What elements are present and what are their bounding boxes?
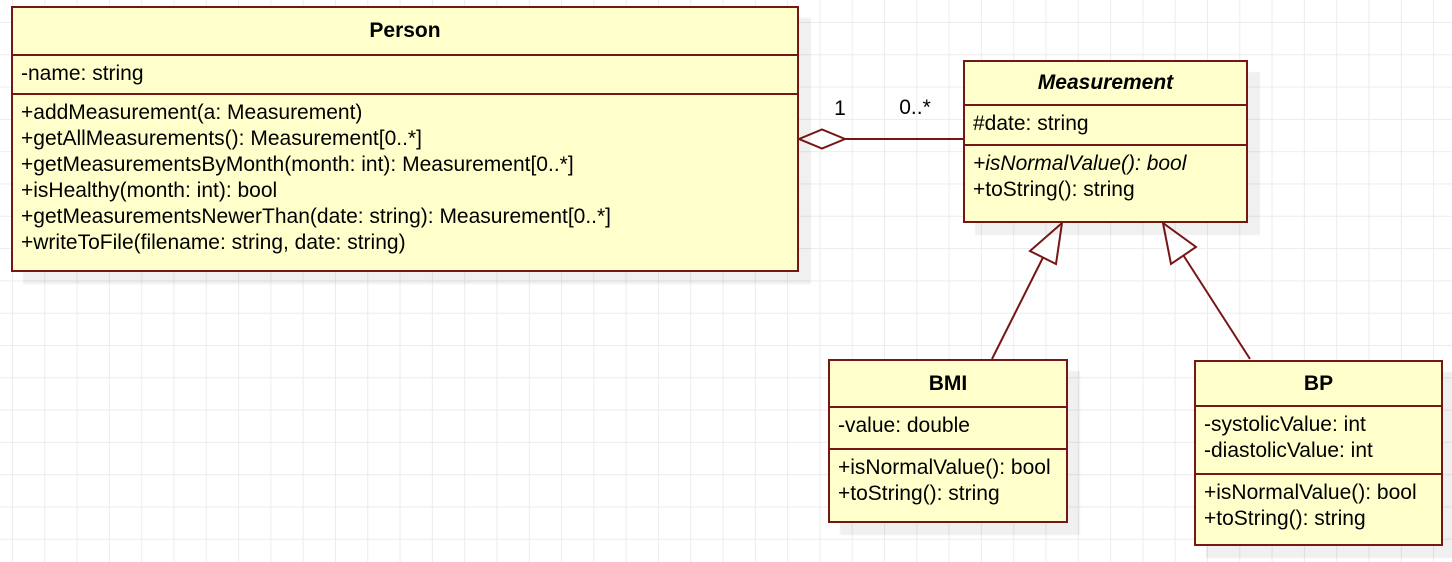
multiplicity-label-person-end[interactable]: 1	[834, 97, 846, 120]
method: +isNormalValue(): bool	[838, 456, 1051, 479]
aggregation-diamond-icon	[796, 128, 848, 150]
generalization-arrowhead-icon-bmi	[1028, 220, 1064, 266]
attribute: -systolicValue: int	[1204, 413, 1366, 436]
generalization-line-bmi	[991, 257, 1044, 360]
method: +toString(): string	[973, 178, 1135, 201]
class-title-bmi: BMI	[928, 371, 968, 395]
class-title-person: Person	[369, 19, 441, 42]
method: +getMeasurementsNewerThan(date: string):…	[21, 205, 612, 228]
methods-section-measurement: +isNormalValue(): bool +toString(): stri…	[965, 144, 1246, 221]
generalization-arrowhead-icon-bp	[1161, 220, 1198, 266]
method: +getAllMeasurements(): Measurement[0..*]	[21, 127, 422, 150]
attributes-section-measurement: #date: string	[965, 104, 1246, 144]
method: +isHealthy(month: int): bool	[21, 179, 278, 202]
method: +addMeasurement(a: Measurement)	[21, 101, 363, 124]
attributes-section-bp: -systolicValue: int -diastolicValue: int	[1196, 405, 1441, 473]
multiplicity-label-measurement-end[interactable]: 0..*	[899, 96, 931, 119]
attribute: -diastolicValue: int	[1204, 439, 1373, 462]
method: +writeToFile(filename: string, date: str…	[21, 231, 406, 254]
class-box-measurement[interactable]: Measurement #date: string +isNormalValue…	[963, 60, 1248, 223]
methods-section-bp: +isNormalValue(): bool +toString(): stri…	[1196, 473, 1441, 544]
attribute: -value: double	[838, 414, 970, 437]
generalization-edge-bp-measurement[interactable]	[1161, 220, 1251, 360]
generalization-line-bp	[1182, 254, 1251, 360]
generalization-edge-bmi-measurement[interactable]	[991, 220, 1064, 360]
methods-section-person: +addMeasurement(a: Measurement) +getAllM…	[13, 93, 797, 270]
class-title-measurement: Measurement	[1037, 71, 1174, 94]
method-abstract: +isNormalValue(): bool	[973, 152, 1187, 175]
method: +toString(): string	[1204, 507, 1366, 530]
method: +isNormalValue(): bool	[1204, 481, 1417, 504]
attributes-section-bmi: -value: double	[830, 406, 1066, 448]
attributes-section-person: -name: string	[13, 54, 797, 93]
attribute: #date: string	[973, 112, 1089, 135]
class-box-person[interactable]: Person -name: string +addMeasurement(a: …	[11, 6, 799, 272]
class-box-bp[interactable]: BP -systolicValue: int -diastolicValue: …	[1194, 360, 1443, 546]
method: +getMeasurementsByMonth(month: int): Mea…	[21, 153, 574, 176]
attribute: -name: string	[21, 62, 144, 85]
aggregation-edge-person-measurement[interactable]	[796, 128, 963, 150]
class-title-bp: BP	[1303, 371, 1334, 395]
class-box-bmi[interactable]: BMI -value: double +isNormalValue(): boo…	[828, 359, 1068, 523]
method: +toString(): string	[838, 482, 1000, 505]
methods-section-bmi: +isNormalValue(): bool +toString(): stri…	[830, 448, 1066, 521]
